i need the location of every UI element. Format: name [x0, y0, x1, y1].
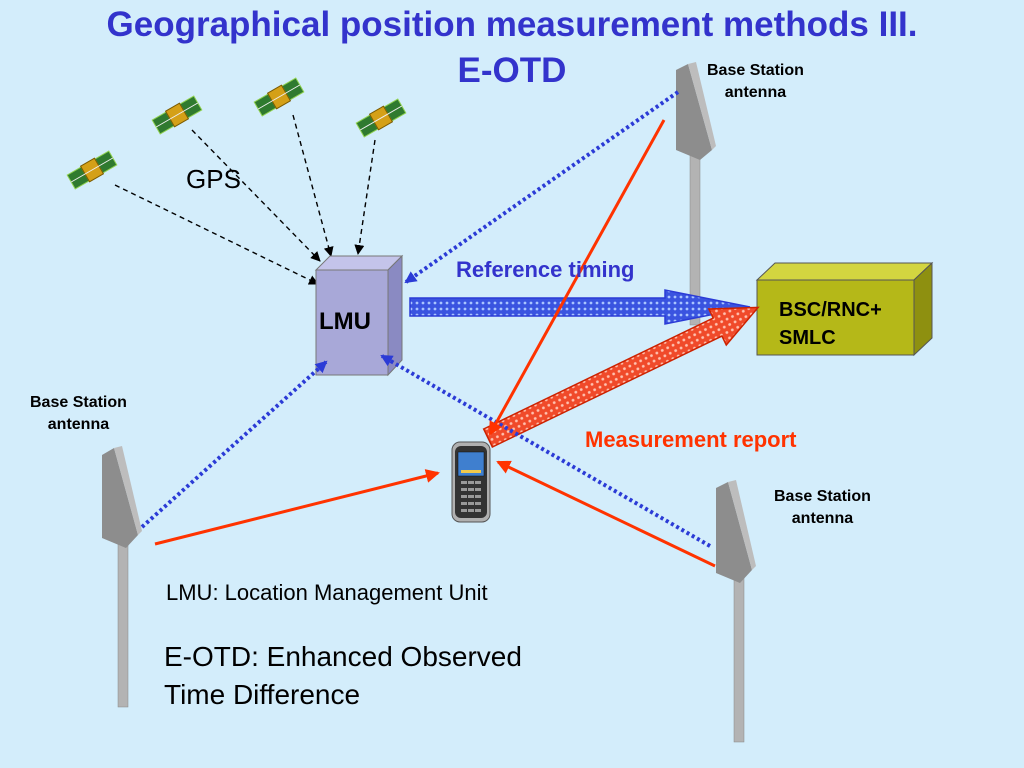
measurement-report-arrow [482, 306, 760, 449]
base-station-antenna-left [102, 446, 142, 708]
reference-timing-arrow [409, 289, 751, 325]
gps-label: GPS [186, 164, 241, 194]
satellite-icon [151, 95, 203, 135]
red-signal-links [154, 119, 716, 568]
base-station-label-right: Base Station antenna [774, 488, 871, 527]
gps-signal-lines [114, 114, 376, 285]
bsc-box [755, 261, 934, 357]
eotd-definition: E-OTD: Enhanced Observed Time Difference [164, 641, 522, 710]
satellite-icon [253, 77, 305, 117]
page-subtitle: E-OTD [457, 51, 567, 90]
page-title: Geographical position measurement method… [106, 5, 918, 44]
base-station-antenna-right [716, 480, 756, 743]
mobile-phone-icon [451, 441, 491, 523]
base-station-label-top: Base Station antenna [707, 62, 804, 101]
lmu-label: LMU [319, 308, 371, 335]
blue-dotted-links [140, 90, 712, 548]
base-station-antenna-top [676, 62, 716, 326]
reference-timing-label: Reference timing [456, 257, 635, 282]
base-station-label-left: Base Station antenna [30, 394, 127, 433]
satellite-icon [355, 98, 407, 138]
lmu-definition: LMU: Location Management Unit [166, 580, 488, 605]
satellite-icon [66, 150, 118, 190]
measurement-report-label: Measurement report [585, 427, 797, 452]
bsc-label: BSC/RNC+ SMLC [779, 299, 882, 349]
lmu-box [314, 254, 404, 377]
